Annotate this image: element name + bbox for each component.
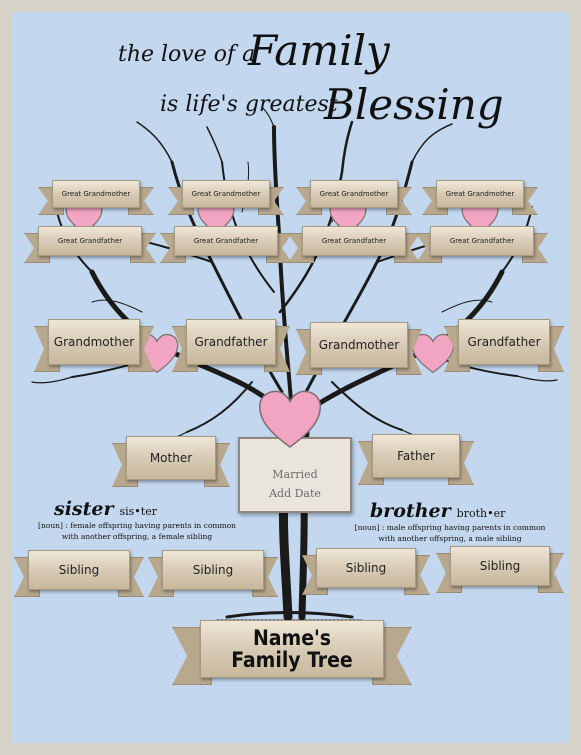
great-grandmother-ribbon-3[interactable]: Great Grandmother (296, 180, 412, 215)
great-grandfather-label: Great Grandfather (174, 226, 278, 256)
grandfather-label: Grandfather (186, 319, 276, 365)
grandmother-label: Grandmother (310, 322, 408, 368)
grandfather-label: Grandfather (458, 319, 550, 365)
sibling-ribbon-2[interactable]: Sibling (148, 550, 278, 597)
sister-pronunciation: sis•ter (119, 505, 158, 518)
great-grandfather-ribbon-3[interactable]: Great Grandfather (288, 226, 420, 263)
grandmother-ribbon-2[interactable]: Grandmother (296, 322, 422, 375)
title-line1-big: Family (248, 26, 390, 75)
married-date: Add Date (269, 487, 321, 500)
great-grandmother-label: Great Grandmother (52, 180, 140, 208)
father-label: Father (372, 434, 460, 478)
sister-definition-line2: with another offspring, a female sibling (61, 532, 213, 541)
sibling-label: Sibling (162, 550, 264, 590)
sibling-ribbon-3[interactable]: Sibling (302, 548, 430, 595)
brother-definition-line1: [noun] : male offspring having parents i… (354, 523, 546, 532)
mother-label: Mother (126, 436, 216, 480)
great-grandfather-label: Great Grandfather (302, 226, 406, 256)
grandfather-ribbon-1[interactable]: Grandfather (172, 319, 290, 372)
sibling-label: Sibling (28, 550, 130, 590)
great-grandfather-ribbon-4[interactable]: Great Grandfather (416, 226, 548, 263)
brother-definition-line2: with another offspring, a male sibling (378, 534, 522, 543)
mother-ribbon[interactable]: Mother (112, 436, 230, 487)
great-grandmother-label: Great Grandmother (310, 180, 398, 208)
grandmother-label: Grandmother (48, 319, 140, 365)
heart-icon (258, 390, 322, 448)
great-grandfather-label: Great Grandfather (430, 226, 534, 256)
sister-word: sister (54, 498, 114, 520)
great-grandmother-ribbon-4[interactable]: Great Grandmother (422, 180, 538, 215)
family-name-banner[interactable]: Name's Family Tree (172, 620, 412, 685)
sibling-ribbon-1[interactable]: Sibling (14, 550, 144, 597)
great-grandfather-ribbon-1[interactable]: Great Grandfather (24, 226, 156, 263)
grandmother-ribbon-1[interactable]: Grandmother (34, 319, 154, 372)
family-name-line2: Family Tree (231, 648, 353, 672)
family-tree-poster: the love of a Family is life's greatest … (12, 12, 569, 743)
brother-pronunciation: broth•er (456, 507, 506, 520)
title-line2-small: is life's greatest (160, 92, 338, 117)
brother-definition: brother broth•er [noun] : male offspring … (346, 500, 554, 544)
sister-definition-line1: [noun] : female offspring having parents… (38, 521, 236, 530)
sister-definition: sister sis•ter [noun] : female offspring … (26, 498, 248, 542)
grandfather-ribbon-2[interactable]: Grandfather (444, 319, 564, 372)
family-name-line1: Name's (252, 626, 332, 650)
brother-word: brother (370, 500, 451, 522)
title-line1-small: the love of a (118, 42, 256, 67)
sibling-label: Sibling (316, 548, 416, 588)
sibling-ribbon-4[interactable]: Sibling (436, 546, 564, 593)
great-grandmother-ribbon-1[interactable]: Great Grandmother (38, 180, 154, 215)
great-grandfather-label: Great Grandfather (38, 226, 142, 256)
title-line2-big: Blessing (324, 80, 504, 129)
married-box[interactable]: Married Add Date (238, 437, 352, 513)
married-label: Married (272, 468, 318, 481)
great-grandmother-label: Great Grandmother (182, 180, 270, 208)
great-grandmother-ribbon-2[interactable]: Great Grandmother (168, 180, 284, 215)
father-ribbon[interactable]: Father (358, 434, 474, 485)
great-grandfather-ribbon-2[interactable]: Great Grandfather (160, 226, 292, 263)
great-grandmother-label: Great Grandmother (436, 180, 524, 208)
sibling-label: Sibling (450, 546, 550, 586)
